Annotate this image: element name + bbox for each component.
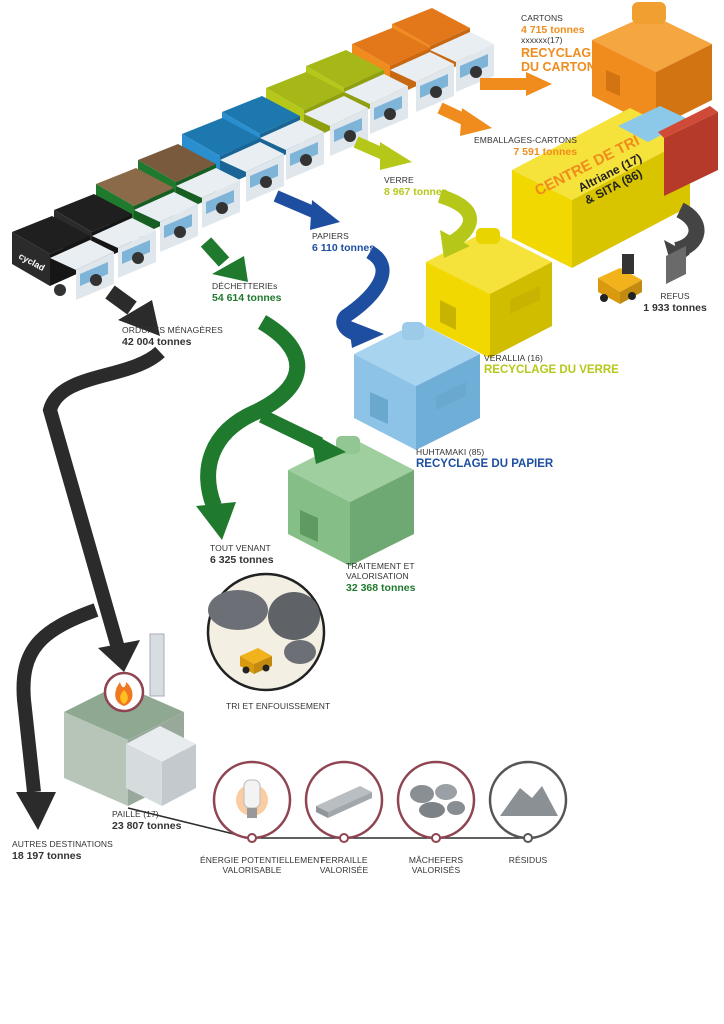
output-machefers-label-2: VALORISÉS [411, 864, 461, 875]
cartons-label: CARTONS [521, 13, 563, 23]
label-paille: PAILLÉ (17) 23 807 tonnes [112, 809, 182, 832]
paille-value: 23 807 tonnes [112, 819, 182, 832]
truck-black: cyclad [12, 216, 114, 300]
loader-icon [240, 648, 272, 674]
carton-recycling-title-1: RECYCLAGE [521, 45, 600, 60]
arrow-green-decheteries [200, 237, 248, 282]
treatment-building [288, 436, 414, 566]
decheteries-value: 54 614 tonnes [212, 291, 282, 304]
label-emballages: EMBALLAGES-CARTONS 7 591 tonnes [474, 135, 578, 158]
traitement-label-2: VALORISATION [346, 570, 409, 581]
label-output-machefers: MÂCHEFERS VALORISÉS [396, 855, 476, 876]
output-residus [488, 760, 568, 843]
arrow-green-split [196, 315, 346, 540]
label-output-energy: ÉNERGIE POTENTIELLEMENT VALORISABLE [200, 855, 325, 876]
output-ferraille-label-1: FERRAILLE [320, 855, 368, 865]
label-decheteries: DÉCHETTERIEs 54 614 tonnes [212, 281, 282, 304]
output-ferraille [304, 760, 384, 843]
ordures-label: ORDURES MÉNAGÈRES [122, 325, 223, 335]
bulb-icon [236, 779, 268, 818]
label-cartons: CARTONS 4 715 tonnes xxxxxx(17) RECYCLAG… [521, 13, 600, 74]
output-chain [127, 760, 568, 843]
label-verre-recycling: VERALLIA (16) RECYCLAGE DU VERRE [484, 353, 619, 377]
label-autres: AUTRES DESTINATIONS 18 197 tonnes [12, 839, 113, 862]
arrow-orange-cartons [437, 72, 552, 136]
papier-recycler-name: HUHTAMAKI (85) [416, 447, 485, 457]
label-verre-stream: VERRE 8 967 tonnes [384, 175, 448, 198]
arrow-black-to-paille [42, 346, 165, 672]
output-energy-label-1: ÉNERGIE POTENTIELLEMENT [200, 855, 325, 865]
output-machefers [396, 760, 476, 843]
tout-venant-value: 6 325 tonnes [210, 553, 274, 566]
paille-label: PAILLÉ (17) [112, 809, 159, 819]
label-output-ferraille: FERRAILLE VALORISÉE [304, 855, 384, 876]
label-enfouissement: TRI ET ENFOUISSEMENT [226, 701, 331, 712]
cartons-value: 4 715 tonnes [521, 23, 585, 36]
label-refus: REFUS 1 933 tonnes [640, 291, 710, 314]
carton-recycling-building [592, 2, 712, 128]
verre-value: 8 967 tonnes [384, 185, 448, 198]
scrap-metal-icon [316, 786, 372, 818]
incinerator-building [64, 633, 196, 806]
residue-icon [500, 786, 558, 816]
verre-recycling-title: RECYCLAGE DU VERRE [484, 363, 619, 376]
emballages-label: EMBALLAGES-CARTONS [474, 135, 578, 145]
label-ordures: ORDURES MÉNAGÈRES 42 004 tonnes [122, 325, 223, 348]
label-tout-venant: TOUT VENANT 6 325 tonnes [210, 543, 274, 566]
label-traitement: TRAITEMENT ET VALORISATION 32 368 tonnes [346, 561, 416, 594]
verre-recycler-name: VERALLIA (16) [484, 353, 543, 363]
label-output-residus: RÉSIDUS [488, 855, 568, 866]
sorting-centre-building [512, 106, 718, 268]
autres-value: 18 197 tonnes [12, 849, 82, 862]
refus-chute [664, 202, 705, 284]
tout-venant-label: TOUT VENANT [210, 543, 271, 553]
landfill-scene [206, 572, 326, 692]
output-ferraille-label-2: VALORISÉE [319, 864, 369, 875]
output-energy [212, 760, 292, 843]
traitement-label-1: TRAITEMENT ET [346, 561, 415, 571]
papiers-label: PAPIERS [312, 231, 349, 241]
arrow-black-ordures [105, 285, 160, 336]
label-papiers: PAPIERS 6 110 tonnes [312, 231, 376, 254]
decheteries-label: DÉCHETTERIEs [212, 281, 278, 291]
papiers-value: 6 110 tonnes [312, 241, 376, 254]
carton-recycling-title-2: DU CARTON [521, 59, 596, 74]
papier-recycling-title: RECYCLAGE DU PAPIER [416, 457, 554, 470]
verre-label: VERRE [384, 175, 414, 185]
arrow-blue-papiers [273, 190, 390, 348]
arrow-black-autres [16, 603, 99, 830]
enfouissement-label: TRI ET ENFOUISSEMENT [226, 701, 331, 711]
truck-fleet: cyclad [12, 8, 494, 300]
output-residus-label-1: RÉSIDUS [508, 855, 548, 865]
refus-value: 1 933 tonnes [643, 301, 707, 314]
truck-green-open [138, 144, 240, 228]
forklift-icon [598, 254, 642, 304]
carton-recycler-name: xxxxxx(17) [521, 34, 563, 45]
emballages-value: 7 591 tonnes [513, 145, 578, 158]
traitement-value: 32 368 tonnes [346, 581, 416, 594]
paper-recycling-building [354, 322, 480, 450]
refus-label: REFUS [660, 291, 690, 301]
output-energy-label-2: VALORISABLE [222, 864, 282, 875]
clinker-icon [410, 784, 465, 818]
label-papier-recycling: HUHTAMAKI (85) RECYCLAGE DU PAPIER [416, 447, 554, 471]
ordures-value: 42 004 tonnes [122, 335, 192, 348]
arrow-lime-verre [353, 136, 477, 258]
output-machefers-label-1: MÂCHEFERS [408, 855, 464, 865]
autres-label: AUTRES DESTINATIONS [12, 839, 113, 849]
